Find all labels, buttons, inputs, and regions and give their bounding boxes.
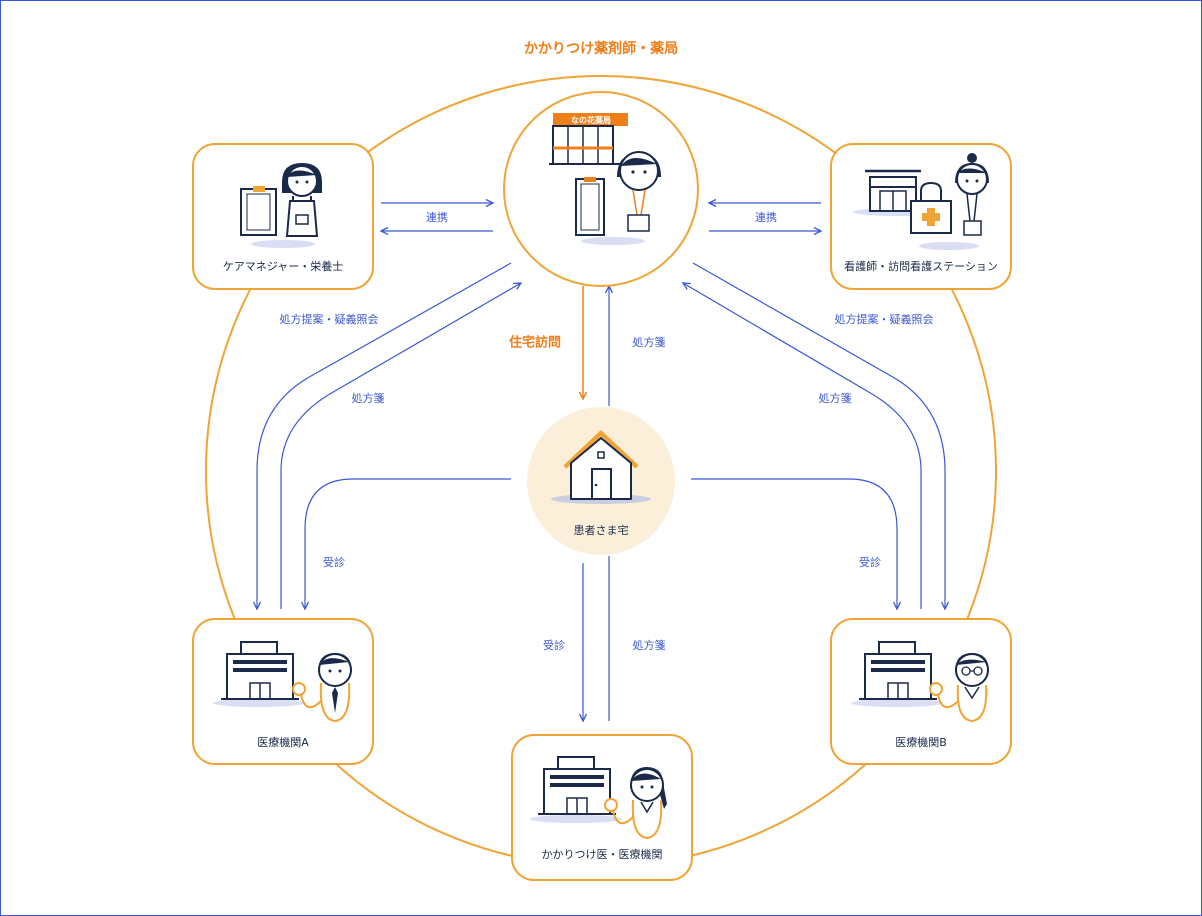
house-icon (551, 430, 651, 504)
hospital-b-icon (851, 641, 989, 723)
hospital-a-icon (213, 641, 352, 723)
edge-label-collab-left: 連携 (424, 209, 450, 225)
nursing-station-node (830, 143, 1012, 290)
pharmacy-icon (549, 113, 661, 245)
hospital-b-label: 医療機関B (895, 736, 947, 749)
nursing-station-icon (853, 153, 989, 250)
edge-label-home-visit: 住宅訪問 (508, 335, 562, 351)
patient-home-label: 患者さま宅 (573, 524, 629, 537)
edge-label-visit-b: 受診 (857, 554, 883, 570)
pharmacy-node: なの花薬局 (503, 91, 699, 287)
arrow-home-to-hospital-b (691, 478, 897, 609)
arrow-home-to-hospital-a (305, 478, 511, 609)
nursing-station-label: 看護師・訪問看護ステーション (844, 260, 998, 273)
edge-label-proposal-left: 処方提案・疑義照会 (277, 311, 381, 327)
hospital-a-node (192, 618, 374, 765)
care-manager-icon (240, 163, 322, 248)
edge-label-visit-a: 受診 (321, 554, 347, 570)
pharmacy-sign-text: なの花薬局 (571, 115, 611, 125)
edge-label-rx-family: 処方箋 (630, 637, 668, 653)
family-doctor-node (511, 734, 693, 881)
edge-label-rx-b: 処方箋 (816, 390, 854, 406)
arrow-pharmacy-to-hospital-b (692, 262, 945, 609)
edge-label-visit-family: 受診 (541, 637, 567, 653)
arrow-hospital-a-to-pharmacy (280, 283, 521, 609)
arrow-pharmacy-to-hospital-a (257, 262, 512, 609)
arrow-hospital-b-to-pharmacy (683, 283, 922, 609)
family-doctor-label: かかりつけ医・医療機関 (541, 848, 663, 861)
care-manager-label: ケアマネジャー・栄養士 (222, 260, 344, 273)
hospital-a-label: 医療機関A (257, 736, 309, 749)
edge-label-rx-a: 処方箋 (349, 390, 387, 406)
patient-home-node (527, 407, 675, 555)
edge-label-proposal-right: 処方提案・疑義照会 (832, 311, 936, 327)
care-manager-node (192, 143, 374, 290)
edge-label-collab-right: 連携 (753, 209, 779, 225)
family-doctor-icon (530, 756, 667, 840)
diagram-title: かかりつけ薬剤師・薬局 (523, 41, 679, 57)
edge-label-rx-home: 処方箋 (630, 334, 668, 350)
hospital-b-node (830, 618, 1012, 765)
